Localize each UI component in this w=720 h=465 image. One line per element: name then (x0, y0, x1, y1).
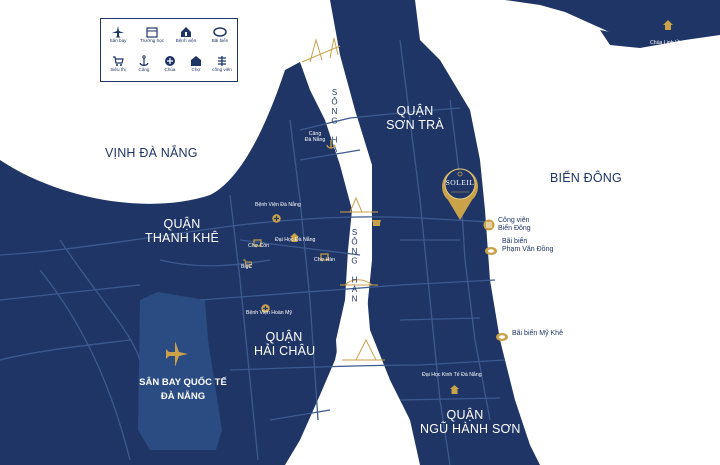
label-vinh-da-nang: VỊNH ĐÀ NẴNG (105, 146, 198, 160)
poi-bai-bien-my-khe: Bãi biển Mỹ Khê (512, 330, 563, 337)
airplane-icon (101, 25, 135, 38)
land-east (330, 0, 540, 465)
poi-dai-hoc-kinh-te: Đại Học Kinh Tế Đà Nẵng (422, 372, 482, 378)
label-song-han-south: SÔNG HÀN (350, 228, 359, 304)
legend-item-pagoda: Chùa (153, 54, 187, 72)
airplane-icon (163, 341, 189, 371)
label-airport: SÂN BAY QUỐC TẾ ĐÀ NẴNG (139, 377, 227, 403)
hospital-icon (272, 210, 281, 228)
poi-bigc: BigC (241, 264, 253, 270)
market-icon (372, 214, 381, 232)
legend-item-park: công viên (205, 54, 239, 72)
pagoda-icon (153, 54, 187, 66)
legend-item-hospital: Bệnh viện (169, 25, 203, 43)
poi-benh-vien-da-nang: Bệnh Viện Đà Nẵng (255, 202, 301, 208)
beach-icon (495, 329, 509, 347)
market-icon (253, 234, 262, 252)
hospital-icon (169, 25, 203, 37)
label-quan-hai-chau: QUẬN HẢI CHÂU (254, 330, 316, 358)
label-quan-son-tra: QUẬN SƠN TRÀ (386, 104, 444, 132)
market-icon (320, 248, 329, 266)
legend-item-school: Trường học (135, 25, 169, 43)
park-icon (205, 54, 239, 66)
poi-dai-hoc-da-nang: Đại Học Đà Nẵng (275, 237, 316, 243)
poi-cho-han: Chợ Hàn (314, 257, 335, 263)
poi-chua-linh-ung: Chùa Linh Ứng (650, 40, 686, 46)
poi-cho-con: Chợ Cồn (248, 243, 269, 249)
hospital-icon (261, 300, 270, 318)
map-legend: Sân bay Trường học Bệnh viện Bãi biển Si… (100, 18, 238, 82)
legend-item-market: Chợ (179, 54, 213, 72)
legend-item-airport: Sân bay (101, 25, 135, 43)
market-icon (179, 54, 213, 66)
legend-item-beach: Bãi biển (203, 25, 237, 43)
beach-icon (484, 243, 498, 261)
airport-zone (138, 292, 222, 450)
supermarket-icon (101, 54, 135, 66)
label-quan-ngu-hanh-son: QUẬN NGŨ HÀNH SƠN (420, 408, 521, 436)
legend-item-port: Cảng (127, 54, 161, 72)
school-icon (290, 229, 299, 247)
project-name: SOLEIL (445, 178, 475, 187)
port-icon (127, 54, 161, 66)
school-icon (450, 381, 459, 399)
poi-cang-da-nang: Cảng Đà Nẵng (304, 131, 326, 143)
label-song-han-north: SÔNG HÀN (330, 88, 339, 164)
land-son-tra (505, 0, 720, 48)
bridges (301, 37, 385, 361)
label-bien-dong: BIỂN ĐÔNG (550, 171, 622, 185)
park-icon (483, 218, 495, 236)
port-icon (326, 136, 336, 154)
project-pin-icon[interactable] (440, 162, 480, 222)
label-quan-thanh-khe: QUẬN THANH KHÊ (144, 217, 220, 245)
pagoda-icon (663, 17, 673, 35)
legend-item-supermarket: Siêu thị (101, 54, 135, 72)
poi-benh-vien-hoan-my: Bệnh Viện Hoàn Mỹ (246, 310, 293, 316)
song-han-river (300, 62, 380, 435)
poi-cong-vien-bien-dong: Công viên Biển Đông (498, 217, 531, 232)
beach-icon (203, 25, 237, 37)
supermarket-icon (243, 255, 253, 273)
poi-bai-bien-pham-van-dong: Bãi biển Phạm Văn Đồng (502, 238, 554, 253)
school-icon (135, 25, 169, 38)
roads (0, 39, 506, 465)
